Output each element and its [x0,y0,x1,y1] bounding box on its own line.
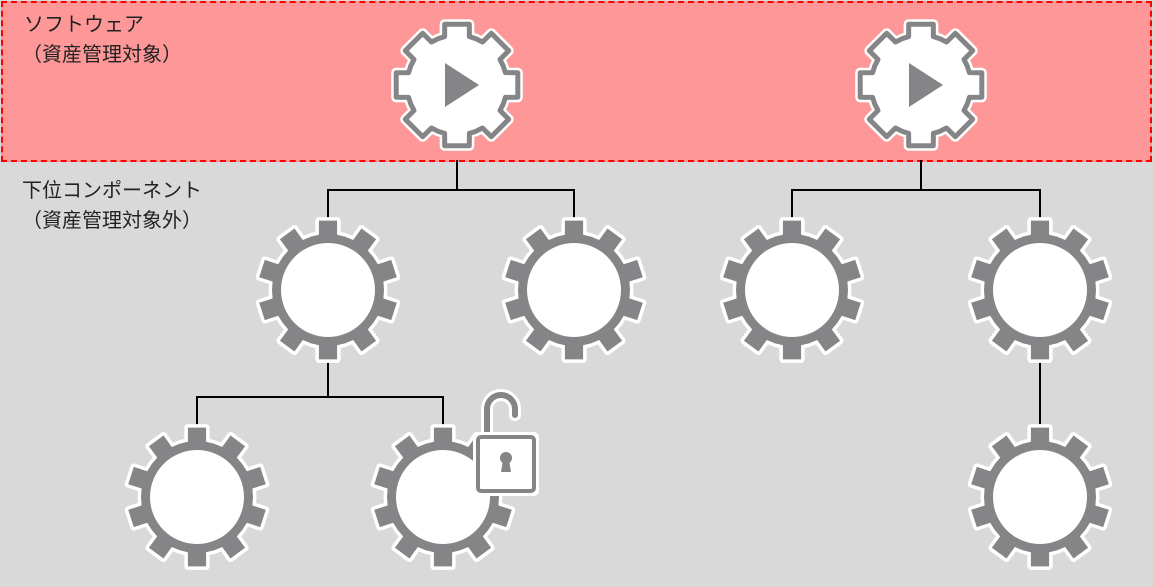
gear-icon [723,220,861,360]
connector [791,189,1041,222]
component-node [255,217,401,363]
unlocked-padlock-icon [473,389,539,496]
component-node [719,217,865,363]
component-node [967,424,1113,570]
play-gear-icon [393,21,521,149]
gear-icon [259,220,397,360]
play-icon [445,63,479,107]
gear-icon [971,427,1109,567]
gear-icon [971,220,1109,360]
gear-icon [505,220,643,360]
components-zone-subtitle: （資産管理対象外） [22,208,202,232]
component-node [124,424,270,570]
components-zone-title: 下位コンポーネント [22,178,202,202]
connector-lines [196,160,1041,430]
play-icon [909,63,943,107]
connector [196,396,444,428]
component-node [370,389,539,570]
component-node [967,217,1113,363]
software-node [391,19,523,151]
software-zone-subtitle: （資産管理対象） [22,42,182,66]
software-zone-title: ソフトウェア [24,12,144,36]
connector [327,189,575,222]
software-node [855,19,987,151]
play-gear-icon [857,21,985,149]
gear-icon [128,427,266,567]
component-node [501,217,647,363]
